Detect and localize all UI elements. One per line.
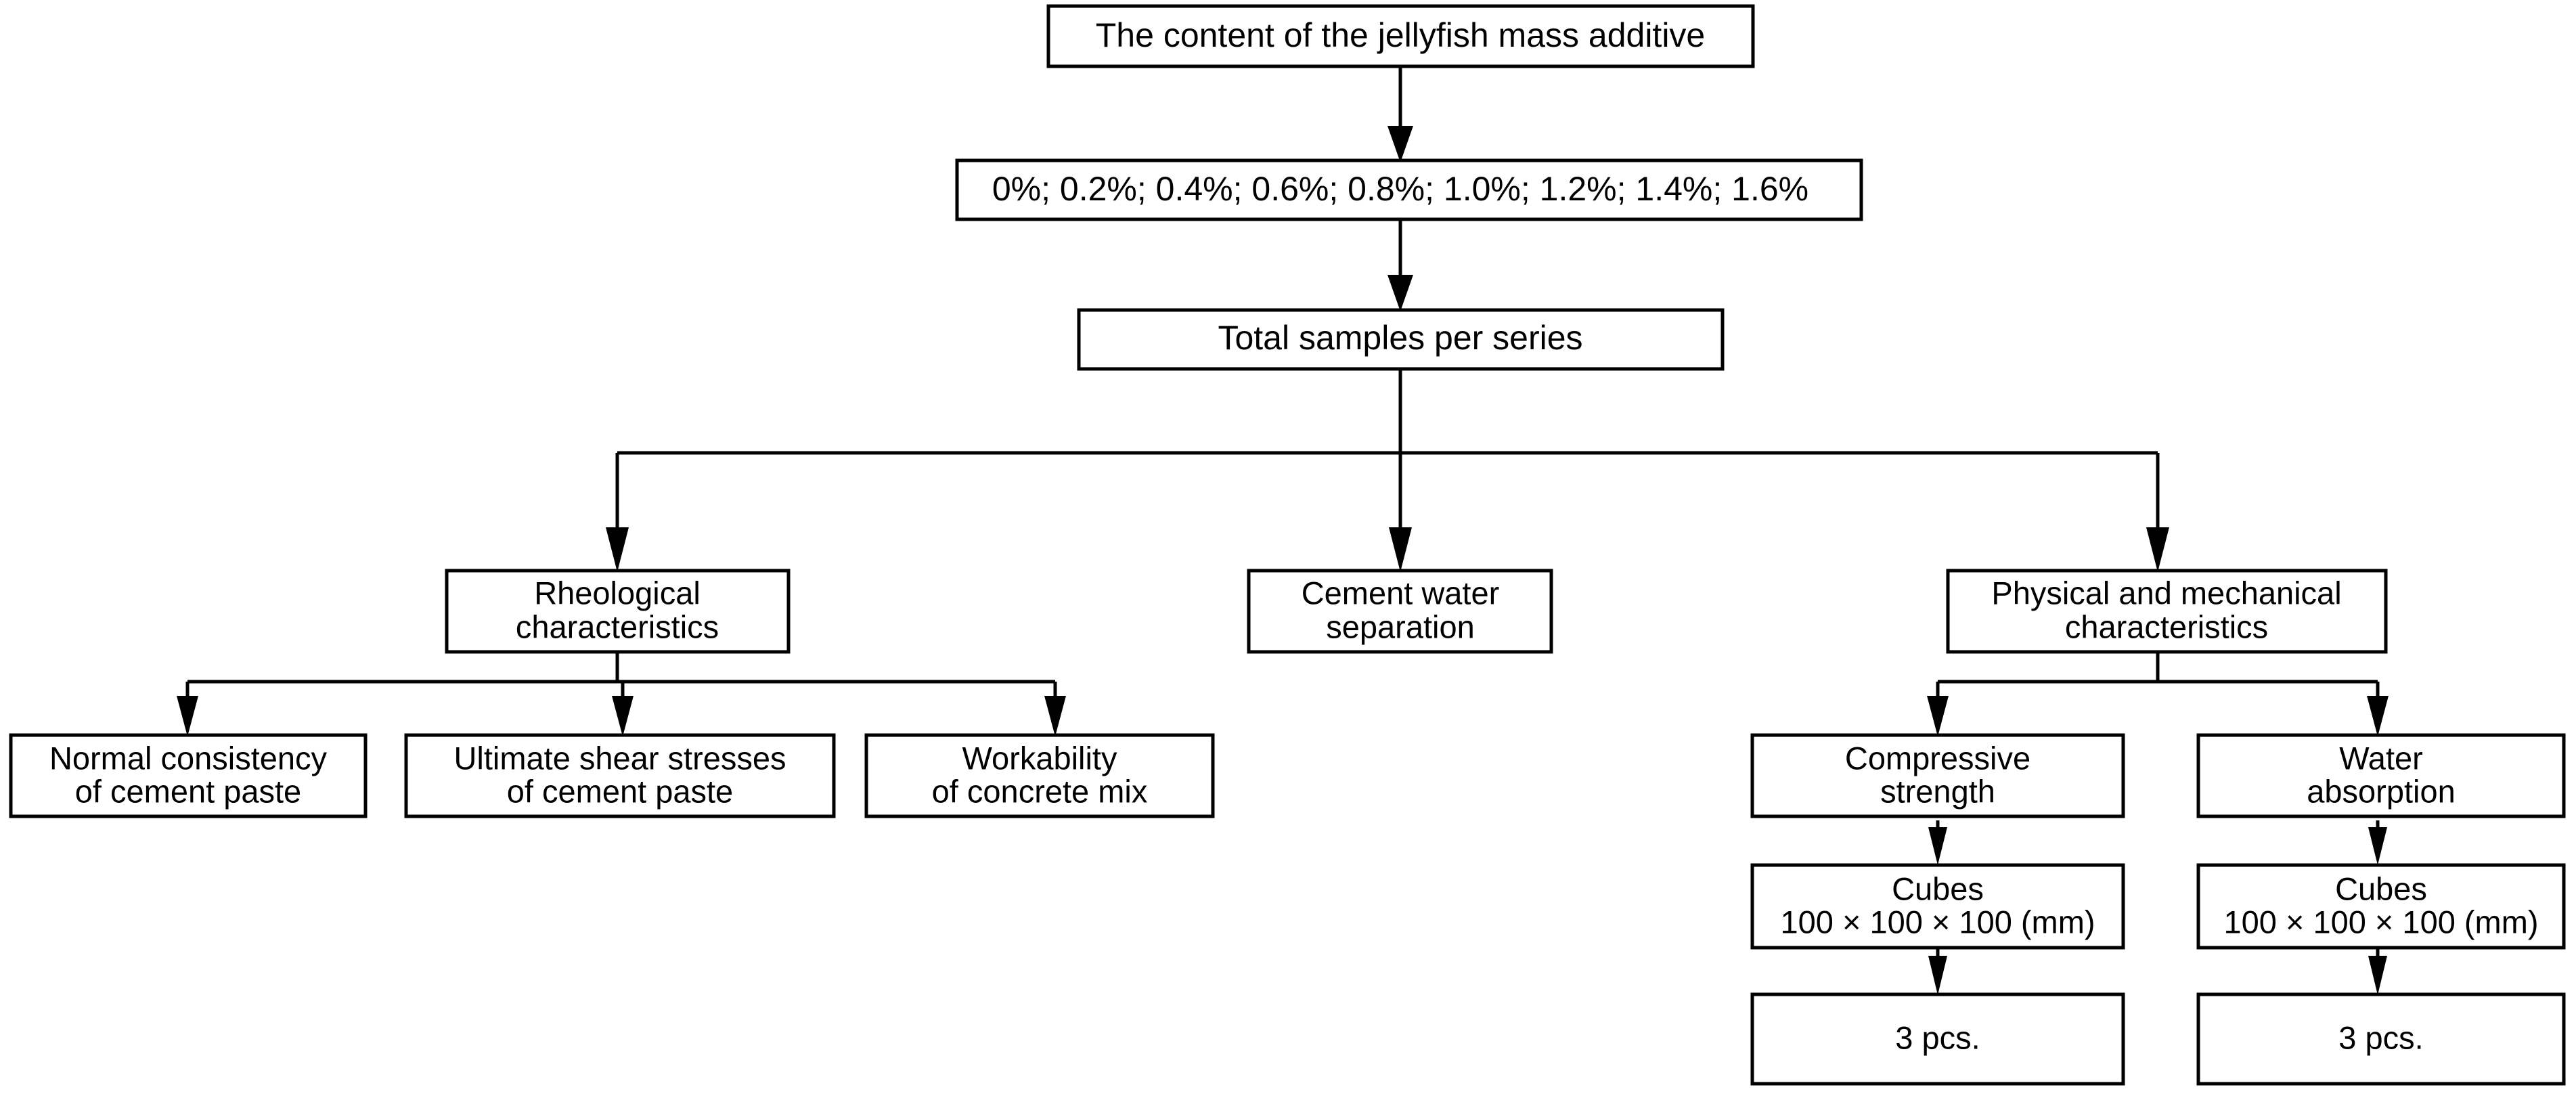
node-ultimate-shear-label-line1: Ultimate shear stresses xyxy=(453,740,786,776)
node-pcs-absorption[interactable]: 3 pcs. xyxy=(2196,992,2566,1086)
node-compressive-strength[interactable]: Compressive strength xyxy=(1750,733,2125,818)
node-cement-water-separation[interactable]: Cement water separation xyxy=(1247,569,1553,654)
arrowhead-normal-consistency xyxy=(177,696,198,736)
node-workability[interactable]: Workability of concrete mix xyxy=(864,733,1215,818)
arrowhead-cubes-strength xyxy=(1928,827,1947,865)
node-dosages-label: 0%; 0.2%; 0.4%; 0.6%; 0.8%; 1.0%; 1.2%; … xyxy=(992,170,1808,208)
arrowhead-workability xyxy=(1044,696,1066,736)
node-additive-content-label: The content of the jellyfish mass additi… xyxy=(1096,16,1705,54)
node-cubes-absorption-label-line2: 100 × 100 × 100 (mm) xyxy=(2223,904,2538,940)
arrowhead-pcs-absorption xyxy=(2368,956,2387,995)
node-pcs-strength-box xyxy=(1750,992,2125,1086)
node-rheological[interactable]: Rheological characteristics xyxy=(445,569,791,654)
node-physical-mechanical-box xyxy=(1946,569,2388,654)
node-dosages-box xyxy=(955,158,1863,221)
arrowhead-compressive xyxy=(1927,696,1949,736)
node-cubes-strength[interactable]: Cubes 100 × 100 × 100 (mm) xyxy=(1750,863,2125,950)
arrowhead-cubes-absorption xyxy=(2368,827,2387,865)
node-total-samples-label: Total samples per series xyxy=(1218,319,1582,357)
node-rheological-box xyxy=(445,569,791,654)
node-normal-consistency-box xyxy=(9,733,368,818)
node-ultimate-shear-label-line2: of cement paste xyxy=(507,773,733,809)
node-cement-water-separation-label-line2: separation xyxy=(1326,609,1475,644)
node-normal-consistency-label-line1: Normal consistency xyxy=(49,740,328,776)
arrowhead-water-absorption xyxy=(2367,696,2389,736)
node-cubes-absorption-box xyxy=(2196,863,2566,950)
node-cubes-strength-label-line2: 100 × 100 × 100 (mm) xyxy=(1780,904,2095,940)
arrowhead-cement-water xyxy=(1389,527,1412,572)
node-rheological-label-line2: characteristics xyxy=(516,609,719,644)
node-ultimate-shear[interactable]: Ultimate shear stresses of cement paste xyxy=(404,733,836,818)
node-compressive-strength-box xyxy=(1750,733,2125,818)
node-cubes-strength-box xyxy=(1750,863,2125,950)
node-dosages[interactable]: 0%; 0.2%; 0.4%; 0.6%; 0.8%; 1.0%; 1.2%; … xyxy=(955,158,1863,221)
node-pcs-absorption-box xyxy=(2196,992,2566,1086)
node-water-absorption-box xyxy=(2196,733,2566,818)
node-workability-label-line2: of concrete mix xyxy=(932,773,1148,809)
node-water-absorption-label-line1: Water xyxy=(2339,740,2423,776)
node-water-absorption-label-line2: absorption xyxy=(2307,773,2456,809)
node-cubes-absorption[interactable]: Cubes 100 × 100 × 100 (mm) xyxy=(2196,863,2566,950)
node-total-samples-box xyxy=(1077,308,1725,371)
node-normal-consistency[interactable]: Normal consistency of cement paste xyxy=(9,733,368,818)
node-cement-water-separation-box xyxy=(1247,569,1553,654)
node-pcs-strength[interactable]: 3 pcs. xyxy=(1750,992,2125,1086)
node-compressive-strength-label-line1: Compressive xyxy=(1845,740,2030,776)
node-physical-mechanical-label-line2: characteristics xyxy=(2065,609,2268,644)
node-normal-consistency-label-line2: of cement paste xyxy=(75,773,301,809)
arrowhead-pcs-strength xyxy=(1928,956,1947,995)
arrowhead-dosages xyxy=(1387,126,1413,162)
node-workability-box xyxy=(864,733,1215,818)
node-cement-water-separation-label-line1: Cement water xyxy=(1302,575,1500,611)
node-compressive-strength-label-line2: strength xyxy=(1880,773,1995,809)
arrowhead-physical xyxy=(2146,527,2169,572)
node-cubes-absorption-label-line1: Cubes xyxy=(2335,870,2427,906)
node-workability-label-line1: Workability xyxy=(962,740,1117,776)
node-additive-content-box xyxy=(1046,4,1755,68)
node-additive-content[interactable]: The content of the jellyfish mass additi… xyxy=(1046,4,1755,68)
node-physical-mechanical-label-line1: Physical and mechanical xyxy=(1991,575,2341,611)
arrowhead-ultimate-shear xyxy=(612,696,634,736)
node-cubes-strength-label-line1: Cubes xyxy=(1892,870,1984,906)
arrowhead-total-samples xyxy=(1387,275,1413,311)
node-rheological-label-line1: Rheological xyxy=(534,575,701,611)
node-ultimate-shear-box xyxy=(404,733,836,818)
node-physical-mechanical[interactable]: Physical and mechanical characteristics xyxy=(1946,569,2388,654)
node-water-absorption[interactable]: Water absorption xyxy=(2196,733,2566,818)
node-pcs-absorption-label: 3 pcs. xyxy=(2338,1019,2423,1055)
node-pcs-strength-label: 3 pcs. xyxy=(1895,1019,1980,1055)
connector-layer xyxy=(177,66,2389,995)
node-total-samples[interactable]: Total samples per series xyxy=(1077,308,1725,371)
arrowhead-rheological xyxy=(606,527,629,572)
